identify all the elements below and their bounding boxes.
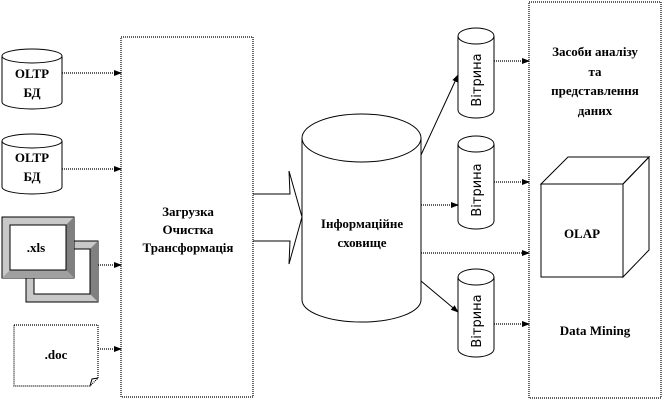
doc-label: .doc [45,347,68,362]
mart-label: Вітрина [470,53,485,106]
arrow [420,280,459,313]
olap-cube: OLAP [539,155,651,279]
tools-title-4: даних [578,103,613,118]
tools-title-3: представлення [551,83,639,98]
analysis-tools-box: Засоби аналізу та представлення даних OL… [528,1,662,399]
xls-source: .xls [1,216,99,303]
etl-clean: Очистка [163,222,214,237]
arrow [420,74,459,156]
data-mart-1: Вітрина [457,27,495,119]
data-mart-2: Вітрина [457,135,495,230]
warehouse-label-2: сховище [337,235,386,250]
db-label: БД [23,85,40,100]
warehouse-cylinder: Інформаційне сховище [301,113,422,323]
doc-source: .doc [13,324,99,387]
etl-transform: Трансформація [143,240,234,255]
warehouse-label-1: Інформаційне [321,216,403,231]
data-mining-label: Data Mining [560,323,631,338]
db-label: БД [23,169,40,184]
etl-box: Загрузка Очистка Трансформація [120,36,254,398]
tools-title-1: Засоби аналізу [552,44,638,59]
big-arrow [253,170,303,265]
xls-label: .xls [27,240,45,255]
oltp-database-1: OLTP БД [1,48,63,110]
tools-title-2: та [588,64,602,79]
oltp-database-2: OLTP БД [1,133,63,195]
mart-label: Вітрина [470,294,485,347]
olap-label: OLAP [564,226,600,241]
data-mart-3: Вітрина [457,268,495,358]
etl-load: Загрузка [162,204,214,219]
mart-label: Вітрина [470,163,485,216]
oltp-label: OLTP [15,150,49,165]
oltp-label: OLTP [15,66,49,81]
